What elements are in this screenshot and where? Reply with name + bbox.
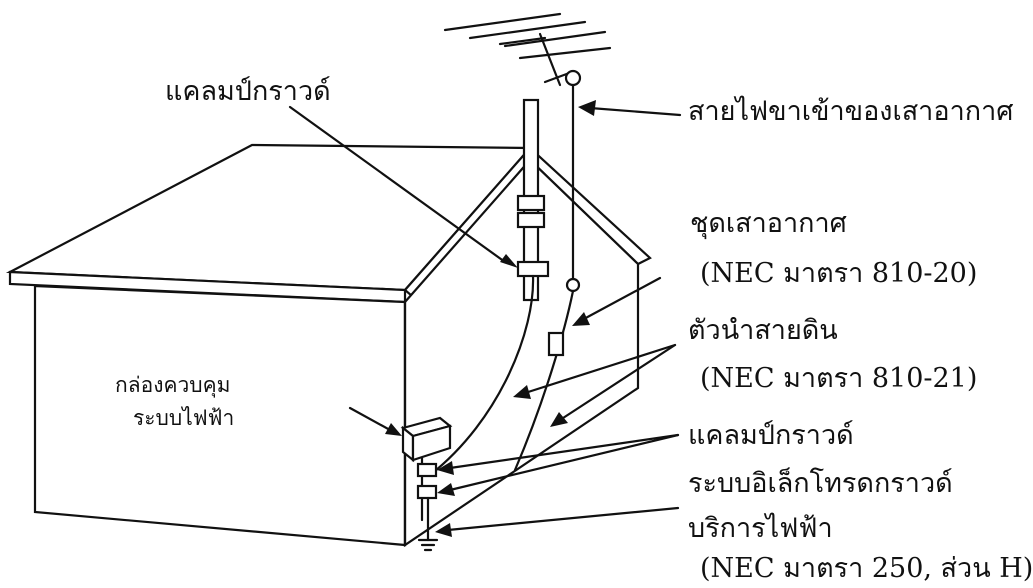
label-electric-service-box-line2: ระบบไฟฟ้า [133, 406, 235, 430]
callout-lines [288, 100, 682, 537]
label-ground-conductor-ref: (NEC มาตรา 810-21) [700, 363, 978, 394]
bottom-ground-clamp-2 [416, 484, 438, 500]
lead-in-wire [513, 69, 582, 472]
label-electrode-system-ref: (NEC มาตรา 250, ส่วน H) [700, 553, 1033, 584]
house-antenna-drawing [5, 12, 682, 552]
label-lead-in-wire: สายไฟขาเข้าของเสาอากาศ [688, 96, 1014, 127]
label-electrode-system-line1: ระบบอิเล็กโทรดกราวด์ [688, 468, 953, 499]
antenna-grounding-diagram: แคลมป์กราวด์ สายไฟขาเข้าของเสาอากาศ ชุดเ… [5, 12, 1033, 582]
bottom-ground-clamp-1 [416, 462, 438, 478]
label-electric-service-box-line1: กล่องควบคุม [115, 373, 231, 397]
mast-ground-clamp [516, 260, 550, 278]
label-ground-conductor: ตัวนำสายดิน [688, 315, 838, 346]
ground-conductor [428, 274, 535, 477]
label-antenna-set: ชุดเสาอากาศ [690, 208, 847, 239]
ground-electrode [417, 496, 439, 552]
label-antenna-set-ref: (NEC มาตรา 810-20) [700, 258, 978, 289]
antenna-elements [443, 12, 612, 87]
label-ground-clamp-bottom: แคลมป์กราวด์ [688, 420, 854, 451]
electric-service-box [400, 416, 453, 463]
discharge-unit [547, 331, 565, 357]
label-ground-clamp-top: แคลมป์กราวด์ [165, 76, 331, 107]
label-electrode-system-line2: บริการไฟฟ้า [688, 513, 833, 544]
